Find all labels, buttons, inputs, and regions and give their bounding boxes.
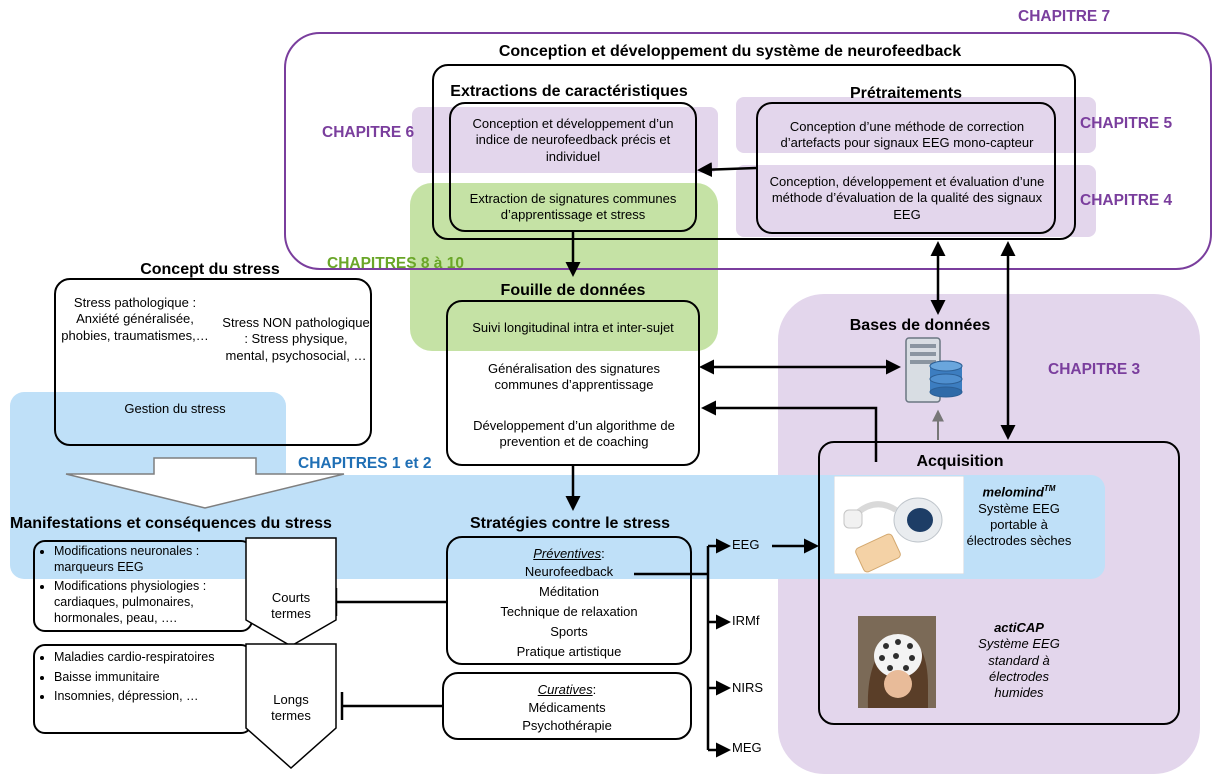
prev-item-neurofeedback: Neurofeedback — [524, 564, 614, 579]
databases-title: Bases de données — [849, 317, 991, 334]
curatives-label: Curatives — [537, 682, 593, 697]
extraction-signatures-text: Extraction de signatures communes d’appr… — [469, 191, 677, 223]
chapitre-7-frame — [284, 32, 1212, 270]
chapitre-8-10-label: CHAPITRES 8 à 10 — [327, 255, 464, 272]
acticap-desc: Système EEG standard à électrodes humide… — [978, 636, 1060, 700]
indice-neurofeedback-text: Conception et développement d’un indice … — [472, 116, 674, 164]
system-box — [432, 64, 1076, 240]
cur-item-medicaments: Médicaments — [528, 700, 606, 715]
extraction-title: Extractions de caractéristiques — [450, 83, 688, 100]
qualite-signaux-text: Conception, développement et évaluation … — [769, 174, 1045, 222]
preventives-colon: : — [601, 546, 605, 561]
stress-non-pathologique-text: Stress NON pathologique : Stress physiqu… — [222, 315, 370, 363]
curatives-colon: : — [592, 682, 597, 697]
list-item: Insomnies, dépression, … — [54, 689, 252, 705]
pretraitements-title: Prétraitements — [849, 85, 963, 102]
modality-eeg: EEG — [732, 537, 760, 552]
melomind-tm: TM — [1043, 484, 1056, 493]
preventives-head: Préventives: — [446, 546, 692, 562]
prev-item-meditation: Méditation — [539, 584, 599, 599]
arrow-acquisition-to-fouille — [701, 400, 878, 462]
gestion-stress-text: Gestion du stress — [124, 401, 226, 416]
chapitre-5-label: CHAPITRE 5 — [1080, 115, 1173, 132]
pretraitements-box — [756, 102, 1056, 234]
system-title: Conception et développement du système d… — [498, 43, 962, 60]
fouille-box — [446, 300, 700, 466]
chapitre-8-10-region — [410, 183, 718, 351]
concept-to-manifestations-arrow — [65, 457, 345, 509]
list-item: Modifications physiologies : cardiaques,… — [54, 579, 252, 626]
longs-termes-label-front: Longs termes — [271, 692, 311, 724]
list-item: Maladies cardio-respiratoires — [54, 650, 252, 666]
melomind-headset-image — [834, 476, 964, 574]
chapitre-4-label: CHAPITRE 4 — [1080, 192, 1173, 209]
acticap-name: actiCAP — [994, 620, 1044, 635]
suivi-longitudinal-text: Suivi longitudinal intra et inter-sujet — [472, 320, 674, 335]
acquisition-title: Acquisition — [916, 453, 1004, 470]
melomind-desc: Système EEG portable à électrodes sèches — [966, 500, 1072, 549]
list-item: Baisse immunitaire — [54, 670, 252, 686]
chapitre-1-2-label: CHAPITRES 1 et 2 — [298, 455, 432, 472]
acquisition-box — [818, 441, 1180, 725]
longs-termes-chevron — [245, 643, 337, 770]
generalisation-text: Généralisation des signatures communes d… — [488, 361, 660, 393]
manifestations-title: Manifestations et conséquences du stress — [10, 515, 332, 532]
chapitre-6-label: CHAPITRE 6 — [322, 124, 415, 141]
modality-meg: MEG — [732, 740, 762, 755]
prev-item-artistique: Pratique artistique — [516, 644, 622, 659]
courts-termes-label-front: Courts termes — [271, 590, 311, 622]
chapitre-5-band — [736, 97, 1096, 153]
concept-box — [54, 278, 372, 446]
concept-title: Concept du stress — [140, 261, 280, 278]
longs-termes-list: Maladies cardio-respiratoires Baisse imm… — [40, 650, 252, 709]
courts-termes-chevron — [245, 537, 337, 647]
acticap-label: actiCAP Système EEG standard à électrode… — [964, 620, 1074, 701]
prev-item-relaxation: Technique de relaxation — [500, 604, 638, 619]
stress-pathologique-text: Stress pathologique : Anxiété généralisé… — [61, 295, 209, 343]
preventives-label: Préventives — [533, 546, 602, 561]
curatives-box — [442, 672, 692, 740]
fouille-title: Fouille de données — [500, 282, 646, 299]
courts-termes-list: Modifications neuronales : marqueurs EEG… — [40, 544, 252, 630]
preventives-box — [446, 536, 692, 665]
acticap-photo — [858, 616, 936, 708]
list-item: Modifications neuronales : marqueurs EEG — [54, 544, 252, 575]
cur-item-psychotherapie: Psychothérapie — [522, 718, 612, 733]
correction-artefacts-text: Conception d’une méthode de correction d… — [780, 119, 1034, 151]
prev-item-sports: Sports — [550, 624, 588, 639]
curatives-head: Curatives: — [442, 682, 692, 698]
arrow-pre-to-extraction — [697, 162, 757, 178]
chapitre-3-label: CHAPITRE 3 — [1048, 361, 1141, 378]
strategies-title: Stratégies contre le stress — [469, 515, 671, 532]
extraction-box — [449, 102, 697, 232]
chapitre-4-band — [736, 165, 1096, 237]
chapitre-7-label: CHAPITRE 7 — [1018, 8, 1111, 25]
melomind-name: melomind — [982, 484, 1044, 500]
melomind-label: melomindTM Système EEG portable à électr… — [964, 484, 1074, 549]
chapitre-6-band — [412, 107, 718, 173]
algorithme-text: Développement d’un algorithme de prevent… — [473, 418, 675, 450]
database-server-icon — [905, 337, 963, 403]
modality-irmf: IRMf — [732, 613, 760, 628]
modality-nirs: NIRS — [732, 680, 764, 695]
